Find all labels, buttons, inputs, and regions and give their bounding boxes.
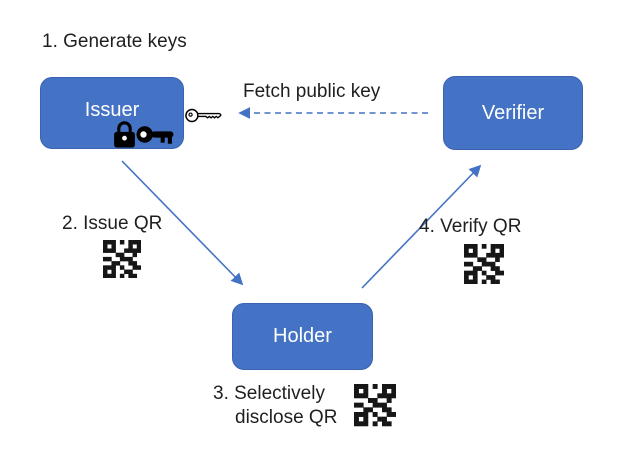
holder-node: Holder: [232, 303, 373, 370]
step-verify-qr-label: 4. Verify QR: [419, 216, 522, 237]
qr-code-icon: [354, 384, 396, 427]
key-icon: [136, 126, 174, 144]
step-issue-qr-label: 2. Issue QR: [62, 213, 163, 234]
verifier-node-label: Verifier: [481, 101, 545, 124]
holder-node-label: Holder: [273, 325, 332, 347]
step-disclose-line2: disclose QR: [235, 407, 338, 428]
step-disclose-qr-label: 3. Selectively disclose QR: [213, 382, 337, 430]
qr-code-icon: [103, 240, 141, 278]
step-generate-keys-label: 1. Generate keys: [42, 31, 187, 52]
issue-qr-arrow: [121, 160, 244, 286]
fetch-public-key-label: Fetch public key: [243, 81, 381, 102]
qr-code-icon: [464, 244, 504, 284]
verifier-node: Verifier: [443, 76, 583, 150]
step-disclose-line1: 3. Selectively: [213, 383, 325, 404]
issuer-node-label: Issuer: [84, 98, 140, 121]
public-key-icon: [185, 108, 222, 123]
lock-icon: [114, 121, 135, 148]
verify-qr-arrow: [361, 164, 482, 289]
